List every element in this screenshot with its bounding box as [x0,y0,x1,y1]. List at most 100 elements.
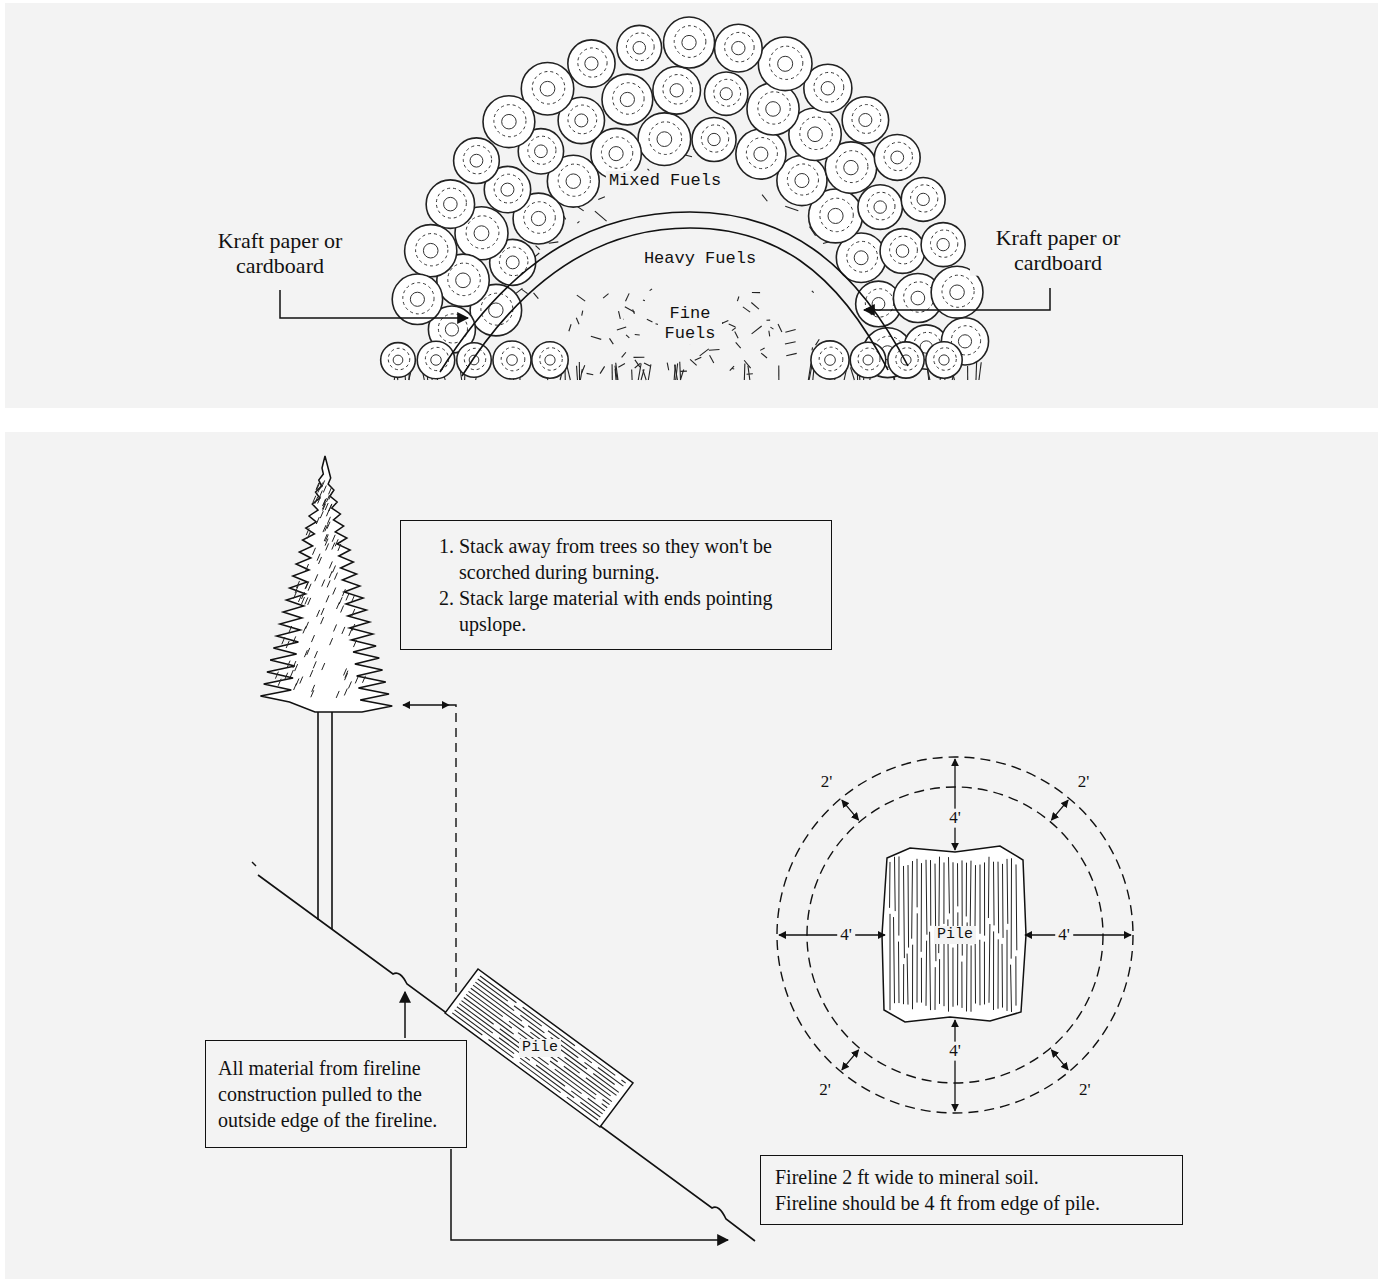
heavy-fuel-arch [462,228,888,376]
tree-foliage [312,548,315,555]
log-ring [474,226,489,241]
tree-foliage [355,676,358,683]
slash-pile [893,917,895,1003]
fine-fuel [577,295,585,301]
heavy-fuel-arch [440,212,908,376]
log [926,342,962,378]
callout-label: Kraft paper or cardboard [192,228,368,279]
tree-foliage [314,651,317,658]
tree-foliage [338,544,341,551]
slash-pile [917,859,918,908]
slash-pile [473,985,522,1021]
log [901,177,945,221]
log [381,343,416,378]
tree-foliage [320,511,323,518]
slash-pile [1002,944,1003,1008]
note-text: All material from fireline construction … [218,1055,454,1133]
log [532,342,568,378]
slash-pile [1002,864,1004,938]
slash-pile [975,937,976,1004]
slash-pile [898,942,899,1003]
log-ring [501,347,525,371]
dimension-arrow [954,759,955,850]
fireline-ring [777,757,1133,1113]
slash-pile [489,1040,514,1058]
log [381,343,416,378]
tree-foliage [294,592,297,599]
log [664,17,715,68]
log-ring [714,79,741,106]
log [715,24,763,72]
log [483,96,535,148]
slash-pile [445,969,633,1127]
fine-fuel [619,311,621,319]
log-ring [942,275,974,307]
log [664,17,715,68]
tree-foliage [341,606,344,613]
tree-foliage [326,595,329,602]
tree-foliage [293,661,296,668]
log [532,342,568,378]
log [568,40,615,87]
tree-foliage [323,498,326,505]
slash-pile [929,932,931,1010]
leader-arrow [451,1149,728,1240]
log-ring [463,146,491,174]
tree-foliage [297,581,300,588]
fine-fuel [736,342,741,348]
fine-fuel [752,326,762,334]
tree-foliage [329,504,332,511]
fine-fuel [667,363,669,371]
fine-fuel [735,331,738,338]
fine-fuel [582,311,583,316]
slash-pile [926,941,928,1006]
slash-pile [567,1097,598,1120]
log-ring [633,42,646,55]
fine-fuel [732,368,734,370]
log-ring [732,41,745,54]
log [888,342,924,378]
slash-pile [602,1099,609,1104]
tree-foliage [316,517,319,524]
tree-foliage [306,622,309,629]
log-ring [670,84,683,97]
tree-foliage [362,676,365,683]
log-ring [934,348,957,371]
tree-trunk [317,690,319,920]
log-ring [825,355,836,366]
slash-pile [921,863,922,952]
dimension-label: 2' [818,772,836,791]
fine-fuel [752,292,760,293]
log-ring [545,355,555,365]
fine-fuel [812,291,814,293]
tree-foliage [289,626,292,633]
dimension-arrow [954,1020,955,1111]
slash-pile [1010,965,1012,1012]
note-box: 1. Stack away from trees so they won't b… [400,520,832,650]
log [454,138,500,184]
fine-fuel [768,331,770,337]
fine-fuel [577,221,579,223]
slash-pile [890,914,891,1010]
log-ring [787,164,818,195]
fine-fuel [778,324,782,332]
log [392,274,442,324]
log-ring [456,273,471,288]
tree-foliage [306,528,309,535]
log-ring [578,48,607,77]
log-ring [575,114,588,127]
log-ring [937,238,949,250]
fine-fuel [695,357,702,360]
log [454,138,500,184]
dimension-arrow [842,800,859,820]
fuel-label: Fine Fuels [658,304,722,345]
spacing-dimension [403,705,456,995]
slash-pile [564,1066,612,1101]
slash-pile [621,1080,625,1083]
log [874,135,920,181]
tree-foliage [293,636,296,643]
log-ring [865,289,893,317]
fine-fuel [580,369,582,380]
tree-foliage [327,580,330,587]
log [811,341,849,379]
